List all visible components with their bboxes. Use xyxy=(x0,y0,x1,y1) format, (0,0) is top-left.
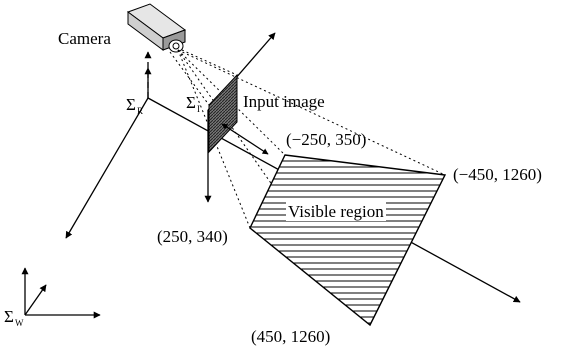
visible-region xyxy=(249,154,447,327)
sigma-r-label: Σ xyxy=(126,95,136,114)
input-image-label: Input image xyxy=(243,92,325,111)
sigma-r-subscript: R xyxy=(137,106,143,116)
sigma-w-subscript: W xyxy=(15,318,24,328)
camera-icon xyxy=(126,3,187,53)
corner-label-top-left: (−250, 350) xyxy=(286,130,366,149)
world-frame xyxy=(21,267,101,319)
image-offset-arrow xyxy=(221,123,269,155)
camera-label: Camera xyxy=(58,29,111,48)
sigma-i-label: Σ xyxy=(186,93,196,112)
sigma-i-subscript: I xyxy=(197,104,200,114)
corner-label-bottom-left: (250, 340) xyxy=(157,227,228,246)
visible-region-label: Visible region xyxy=(288,202,384,221)
sigma-w-label: Σ xyxy=(4,307,14,326)
corner-label-top-right: (−450, 1260) xyxy=(453,165,542,184)
corner-label-bottom-right: (450, 1260) xyxy=(251,327,330,346)
input-image-plane xyxy=(208,73,238,154)
